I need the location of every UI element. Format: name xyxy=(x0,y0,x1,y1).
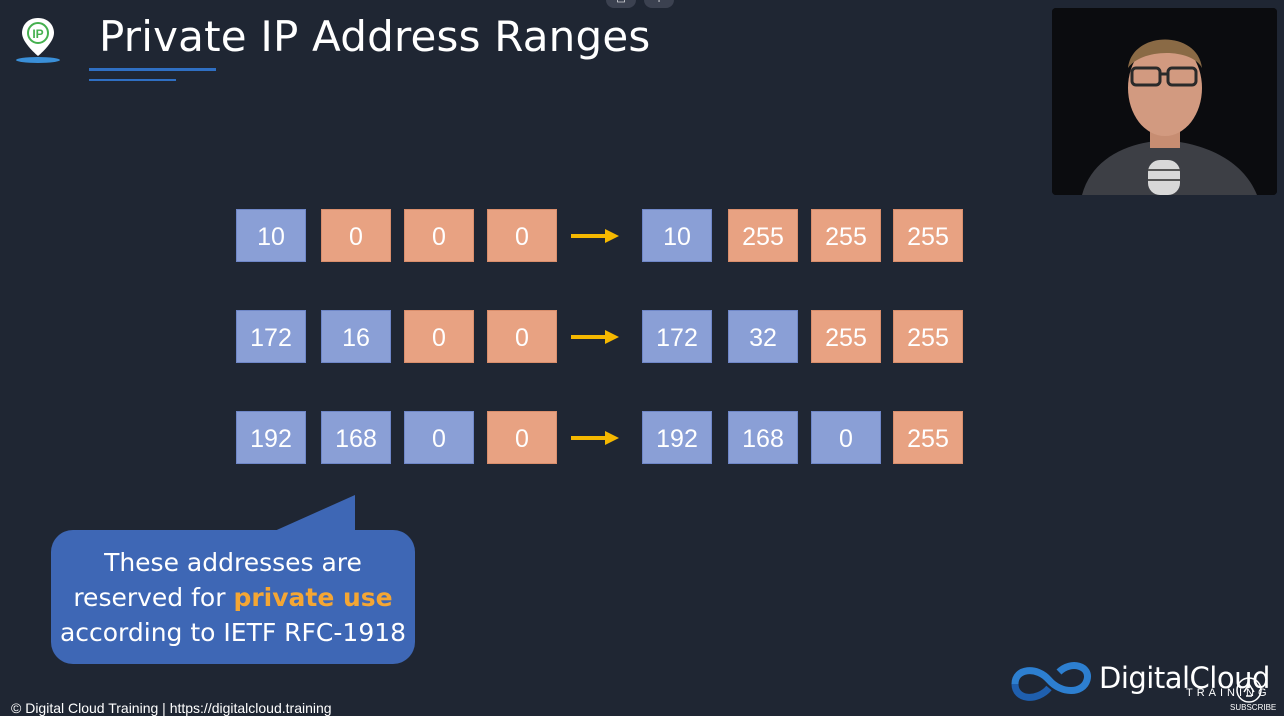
octet-box-start: 0 xyxy=(487,209,557,262)
octet-box-start: 16 xyxy=(321,310,391,363)
range-arrow-icon xyxy=(571,330,619,344)
title-underline-secondary xyxy=(89,79,176,81)
digitalcloud-logo-icon xyxy=(1011,662,1091,701)
subscribe-label[interactable]: SUBSCRIBE xyxy=(1230,703,1277,712)
octet-box-end: 0 xyxy=(811,411,881,464)
octet-box-start: 172 xyxy=(236,310,306,363)
octet-box-end: 32 xyxy=(728,310,798,363)
octet-box-end: 255 xyxy=(893,411,963,464)
octet-box-start: 0 xyxy=(404,411,474,464)
ip-logo-icon: IP xyxy=(16,18,60,63)
title-underline xyxy=(89,68,216,71)
slide-title: Private IP Address Ranges xyxy=(99,12,651,61)
octet-box-start: 192 xyxy=(236,411,306,464)
rfc1918-callout: These addresses are reserved for private… xyxy=(51,530,415,664)
subscribe-icon[interactable] xyxy=(1232,676,1266,704)
octet-box-end: 172 xyxy=(642,310,712,363)
octet-box-end: 10 xyxy=(642,209,712,262)
octet-box-start: 0 xyxy=(321,209,391,262)
callout-tail xyxy=(270,495,355,533)
octet-box-end: 168 xyxy=(728,411,798,464)
callout-line-2: reserved for private use xyxy=(73,583,393,612)
private-use-highlight: private use xyxy=(233,583,393,612)
add-icon[interactable]: + xyxy=(644,0,674,8)
octet-box-end: 255 xyxy=(893,209,963,262)
octet-box-start: 0 xyxy=(404,209,474,262)
octet-box-start: 0 xyxy=(404,310,474,363)
range-arrow-icon xyxy=(571,229,619,243)
octet-box-start: 10 xyxy=(236,209,306,262)
octet-box-end: 255 xyxy=(893,310,963,363)
copyright-footer: © Digital Cloud Training | https://digit… xyxy=(11,700,332,716)
octet-box-start: 0 xyxy=(487,310,557,363)
octet-box-end: 255 xyxy=(811,310,881,363)
screen-icon[interactable]: ▭ xyxy=(606,0,636,8)
presenter-webcam xyxy=(1052,8,1277,195)
octet-box-end: 192 xyxy=(642,411,712,464)
octet-box-start: 0 xyxy=(487,411,557,464)
logo-text: IP xyxy=(32,27,43,41)
presenter-image xyxy=(1052,8,1277,195)
octet-box-end: 255 xyxy=(811,209,881,262)
range-arrow-icon xyxy=(571,431,619,445)
callout-line-1: These addresses are xyxy=(104,548,362,577)
octet-box-end: 255 xyxy=(728,209,798,262)
brand-name: DigitalCloud xyxy=(1099,661,1270,695)
octet-box-start: 168 xyxy=(321,411,391,464)
callout-line-3: according to IETF RFC-1918 xyxy=(59,618,407,647)
